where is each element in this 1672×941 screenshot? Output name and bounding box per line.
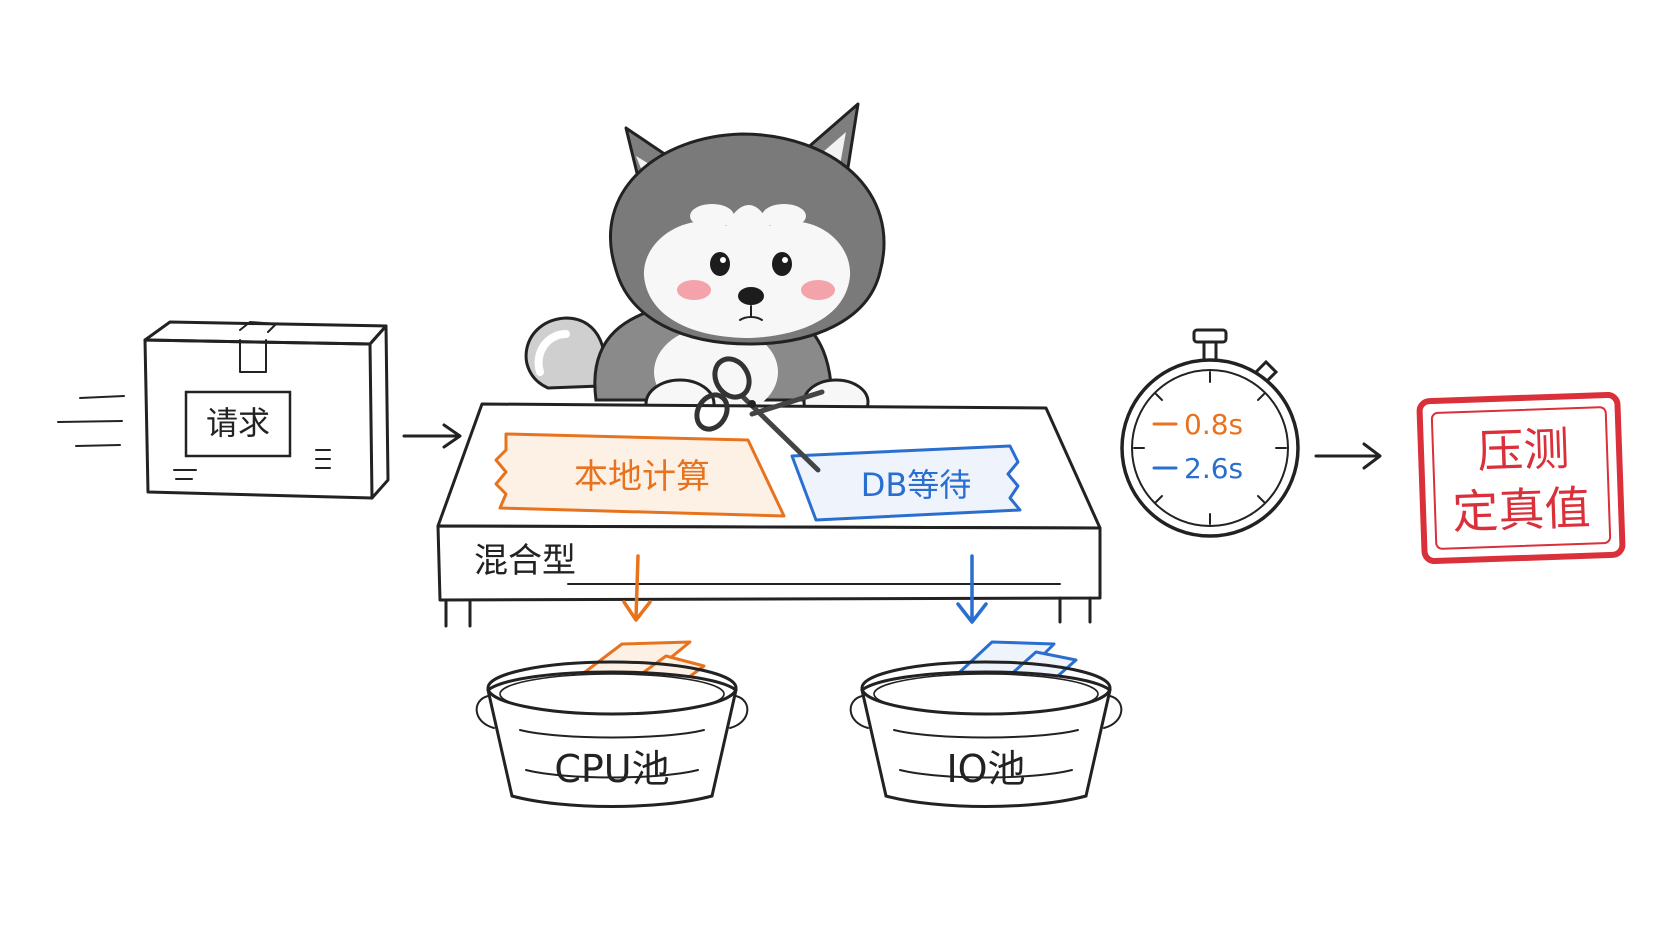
stress-test-stamp: 压测 定真值 — [1416, 391, 1626, 565]
motion-lines — [57, 395, 125, 447]
arrow-to-cpu-pool — [622, 554, 652, 622]
cpu-pool-basket-icon: CPU池 — [475, 640, 749, 808]
table-label: 混合型 — [474, 541, 576, 581]
paper-local-compute: 本地计算 — [494, 432, 786, 518]
paper-db-wait: DB等待 — [790, 444, 1022, 522]
stopwatch-local-reading: 0.8s — [1184, 408, 1243, 441]
arrow-request-to-table — [402, 423, 462, 449]
io-pool-basket-icon: IO池 — [849, 640, 1123, 808]
husky-mascot-icon — [524, 102, 886, 430]
stopwatch-db-reading: 2.6s — [1184, 452, 1243, 485]
arrow-stopwatch-to-stamp — [1314, 442, 1382, 470]
request-label-frame — [184, 390, 292, 458]
request-label: 请求 — [206, 404, 270, 442]
paper-local-compute-label: 本地计算 — [574, 457, 710, 497]
cpu-pool-label: CPU池 — [554, 747, 669, 791]
io-pool-label: IO池 — [946, 747, 1025, 791]
stopwatch-icon: 0.8s 2.6s — [1120, 328, 1300, 538]
stamp-line-1: 压测 — [1477, 421, 1571, 478]
paper-db-wait-label: DB等待 — [861, 466, 972, 504]
request-box: 请求 — [57, 320, 390, 500]
scissors-icon — [694, 356, 825, 473]
stamp-line-2: 定真值 — [1452, 481, 1592, 540]
arrow-to-io-pool — [956, 554, 988, 624]
